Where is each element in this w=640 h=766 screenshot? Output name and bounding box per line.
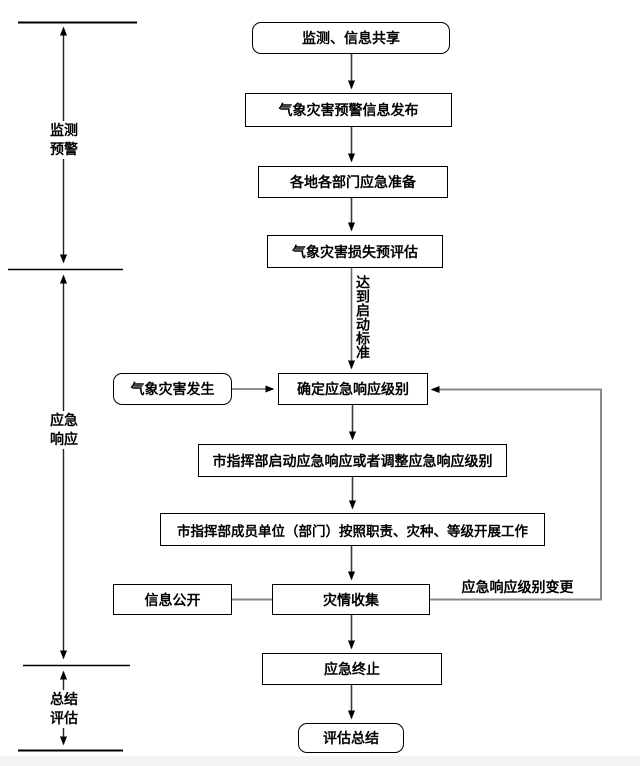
node-info-disclosure: 信息公开 (113, 584, 232, 615)
node-disaster-occurs: 气象灾害发生 (113, 373, 232, 405)
node-monitor-info-sharing: 监测、信息共享 (252, 22, 450, 54)
phase-line: 监测 (50, 122, 78, 138)
phase-line: 预警 (50, 141, 78, 157)
page-bottom-strip (0, 756, 640, 766)
phase-label-summary-evaluation: 总结 评估 (44, 690, 84, 728)
node-warning-info-release: 气象灾害预警信息发布 (245, 93, 452, 127)
phase-line: 响应 (50, 431, 78, 447)
phase-label-emergency-response: 应急 响应 (44, 411, 84, 449)
node-determine-response-level: 确定应急响应级别 (278, 373, 428, 405)
node-dept-emergency-preparation: 各地各部门应急准备 (258, 166, 448, 198)
node-evaluation-summary: 评估总结 (298, 723, 404, 753)
edge-label-activation-criteria: 达到启动标准 (355, 275, 371, 359)
phase-line: 应急 (50, 412, 78, 428)
node-member-units-work: 市指挥部成员单位（部门）按照职责、灾种、等级开展工作 (160, 513, 545, 546)
phase-line: 评估 (50, 710, 78, 726)
node-launch-or-adjust-response: 市指挥部启动应急响应或者调整应急响应级别 (198, 444, 507, 477)
node-disaster-collection: 灾情收集 (272, 584, 430, 615)
loop-level-change (430, 385, 602, 601)
edge-label-level-change: 应急响应级别变更 (455, 577, 580, 597)
node-loss-preassessment: 气象灾害损失预评估 (267, 235, 443, 268)
phase-line: 总结 (50, 691, 78, 707)
phase-label-monitoring-warning: 监测 预警 (44, 121, 84, 159)
node-emergency-termination: 应急终止 (262, 653, 442, 685)
